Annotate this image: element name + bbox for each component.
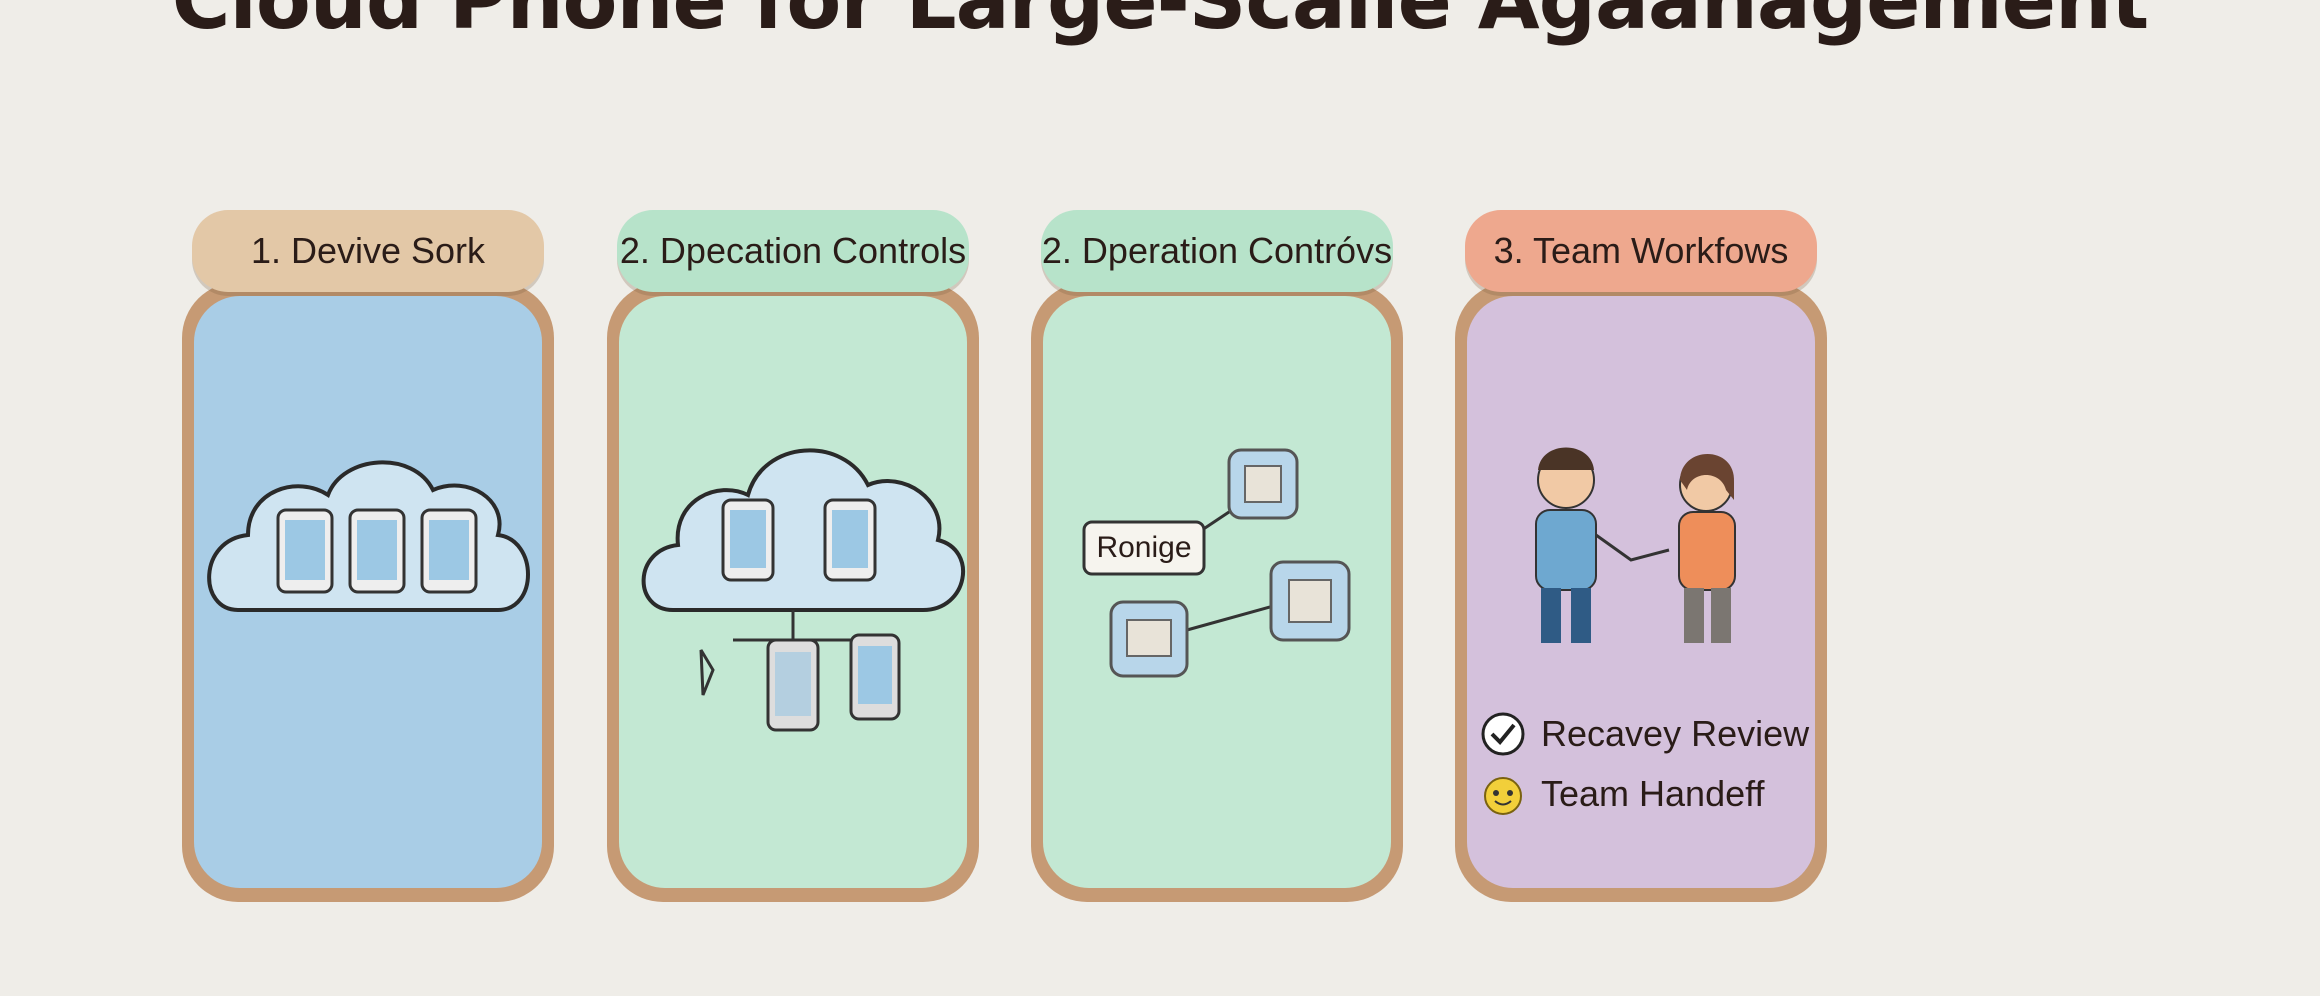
phone-icon: [766, 638, 820, 732]
phone-icon: [721, 498, 775, 582]
checklist-text: Recavey Review: [1541, 713, 1810, 754]
phone-icon: [276, 508, 334, 594]
jar-label: 2. Dpecation Controls: [617, 210, 969, 292]
cloud-phones-illustration: [207, 460, 530, 612]
person-icon: [1678, 453, 1736, 643]
smiley-face-icon: [1484, 777, 1522, 815]
phone-icon: [823, 498, 877, 582]
phone-icon: [348, 508, 406, 594]
jar-inner: [1467, 296, 1815, 888]
team-illustration: [1535, 447, 1736, 643]
checklist-text: Team Handeff: [1541, 773, 1765, 814]
node-graph-illustration: [1082, 448, 1351, 678]
node-label: Ronige: [1096, 531, 1192, 564]
jar-device-sork: 1. Devive Sork: [178, 190, 558, 930]
jar-dpecation-controls: 2. Dpecation Controls: [603, 190, 983, 930]
jar-label: 3. Team Workfows: [1465, 210, 1817, 292]
page-title: Cloud Phone for Large-Scalle Agaanagemen…: [171, 0, 2149, 47]
checklist-item: Recavey Review: [1479, 710, 1809, 758]
jar-label: 2. Dperation Contróvs: [1041, 210, 1393, 292]
checkmark-icon: [1481, 712, 1525, 756]
checklist-item: Team Handeff: [1479, 770, 1764, 818]
person-icon: [1535, 447, 1597, 643]
jar-label: 1. Devive Sork: [192, 210, 544, 292]
node-icon: [1227, 448, 1299, 520]
jar-dperation-controvs: 2. Dperation Contróvs Ronige: [1027, 190, 1407, 930]
cloud-icon: [641, 448, 965, 612]
tag-box: [1082, 520, 1206, 576]
cloud-network-illustration: [641, 448, 965, 732]
node-icon: [1269, 560, 1351, 642]
phone-icon: [420, 508, 478, 594]
node-icon: [1109, 600, 1189, 678]
jar-team-workflows: 3. Team Workfows Recavey Review: [1451, 190, 1831, 930]
phone-icon: [849, 633, 901, 721]
arrow-icon: [699, 649, 715, 696]
